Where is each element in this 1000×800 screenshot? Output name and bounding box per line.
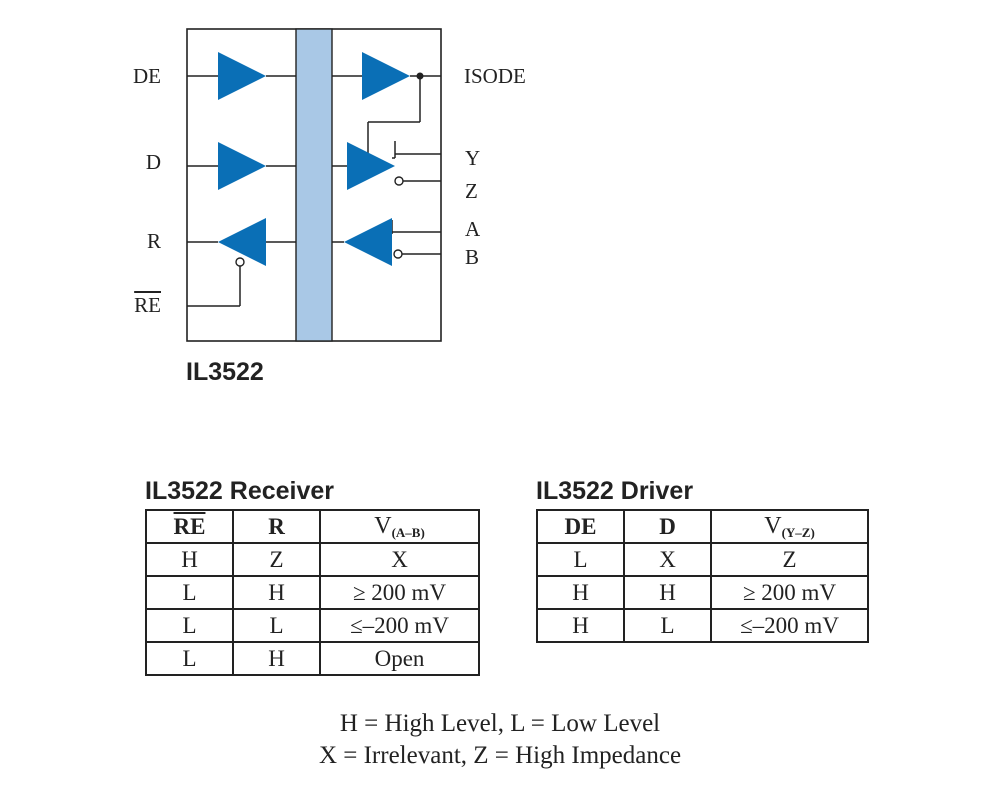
driver-header-v: V(Y–Z) [710, 509, 869, 544]
table-cell: L [145, 575, 234, 610]
pin-label-a: A [465, 217, 481, 241]
pin-label-b: B [465, 245, 480, 269]
pin-label-de: DE [133, 64, 161, 88]
table-cell: H [536, 608, 625, 643]
de-input-buffer [218, 52, 266, 100]
table-cell: H [536, 575, 625, 610]
isolation-barrier [295, 28, 333, 342]
table-cell: X [623, 542, 712, 577]
receiver-header-row: RE R V(A–B) [145, 509, 480, 544]
block-diagram [186, 28, 442, 342]
table-cell: L [145, 608, 234, 643]
driver-header-de: DE [536, 509, 625, 544]
driver-header-d: D [623, 509, 712, 544]
table-cell: Open [319, 641, 480, 676]
table-cell: H [145, 542, 234, 577]
d-input-buffer [218, 142, 266, 190]
pin-label-z: Z [465, 179, 478, 203]
chip-name: IL3522 [186, 358, 264, 386]
table-cell: H [232, 575, 321, 610]
pin-label-r: R [146, 229, 161, 253]
pin-label-y: Y [465, 146, 481, 170]
table-cell: ≥ 200 mV [710, 575, 869, 610]
table-cell: L [623, 608, 712, 643]
legend: H = High Level, L = Low Level X = Irrele… [0, 708, 1000, 772]
receiver-table-title: IL3522 Receiver [145, 477, 335, 505]
pin-label-d: D [145, 150, 161, 174]
table-cell: ≤–200 mV [710, 608, 869, 643]
r-output-buffer [218, 218, 266, 266]
table-cell: L [145, 641, 234, 676]
receiver-header-r: R [232, 509, 321, 544]
driver-table-title: IL3522 Driver [536, 477, 694, 505]
legend-line-2: X = Irrelevant, Z = High Impedance [318, 742, 682, 769]
receiver-header-v: V(A–B) [319, 509, 480, 544]
re-enable-bubble [235, 257, 245, 267]
receiver-header-re: RE [145, 509, 234, 544]
legend-line-1: H = High Level, L = Low Level [339, 710, 661, 737]
table-cell: X [319, 542, 480, 577]
table-cell: ≤–200 mV [319, 608, 480, 643]
driver-inverting-bubble [394, 176, 404, 186]
isode-buffer [362, 52, 410, 100]
driver-header-row: DE D V(Y–Z) [536, 509, 869, 544]
table-cell: Z [710, 542, 869, 577]
table-cell: H [232, 641, 321, 676]
pin-label-re: RE [134, 293, 161, 317]
table-cell: L [536, 542, 625, 577]
table-cell: H [623, 575, 712, 610]
pin-label-isode: ISODE [464, 64, 526, 88]
line-driver [347, 142, 395, 190]
junction-dot [416, 72, 424, 80]
table-cell: ≥ 200 mV [319, 575, 480, 610]
line-receiver [344, 218, 392, 266]
table-cell: L [232, 608, 321, 643]
table-cell: Z [232, 542, 321, 577]
receiver-inverting-bubble [393, 249, 403, 259]
